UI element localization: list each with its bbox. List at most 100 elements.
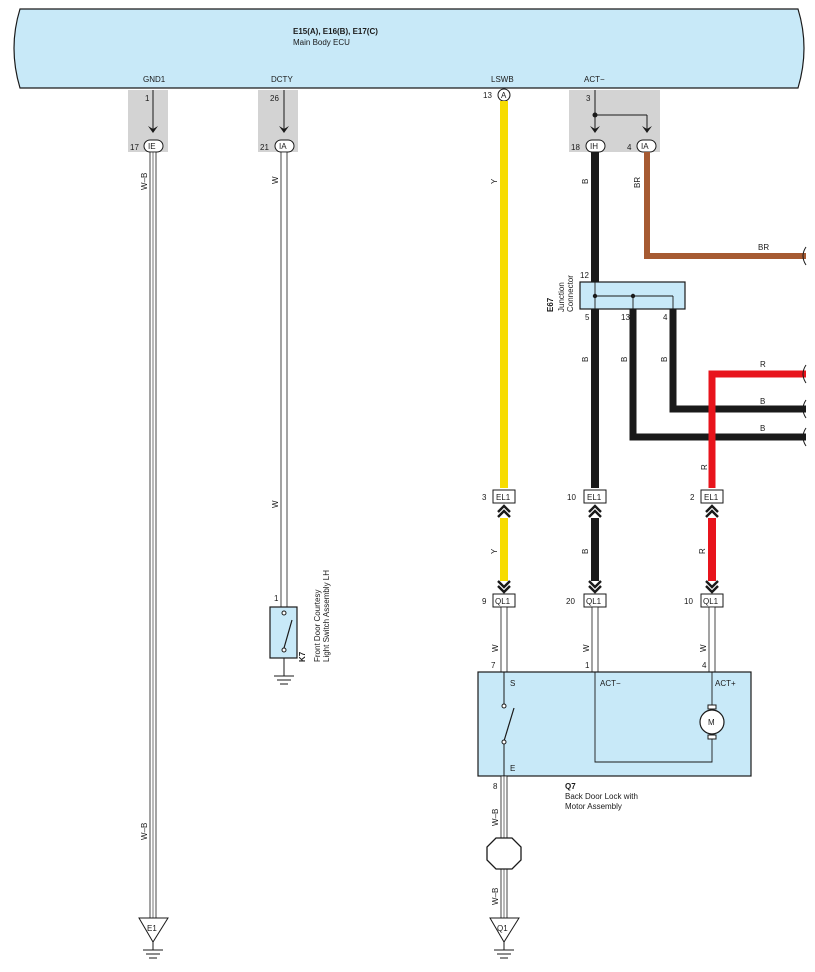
ql1-pin-9: 9: [482, 597, 487, 606]
jc-e67-name1: Junction: [557, 282, 566, 312]
q7-motor-brush-bottom: [707, 734, 717, 740]
wire-r: [708, 370, 806, 488]
k7-ground-icon: [274, 675, 294, 685]
wire-q1-label-bottom: W–B: [491, 888, 500, 905]
ecu-code: E15(A), E16(B), E17(C): [293, 27, 378, 36]
ql1-pin-20: 20: [566, 597, 575, 606]
wire-b-right2-label: B: [760, 424, 765, 433]
k7-name-line1: Front Door Courtesy: [313, 590, 322, 662]
wire-gnd1-label-top: W–B: [140, 173, 149, 190]
wire-jc-b5-label: B: [581, 357, 590, 362]
ground-e1-icon: [143, 949, 163, 959]
el1-chevron-icons: [497, 504, 719, 518]
q7-e-contact: [501, 739, 507, 745]
wire-dcty-label-top: W: [271, 176, 280, 184]
jc-18-num: 18: [571, 143, 580, 152]
wire-ql-w3: [708, 606, 716, 673]
wire-dcty-label-bottom: W: [271, 500, 280, 508]
jc-e67-code: E67: [546, 297, 555, 312]
jc-21-num: 21: [260, 143, 269, 152]
ecu-pin-gnd1-label: GND1: [143, 75, 166, 84]
jc-pin-13: 13: [621, 313, 630, 322]
wire-r-break-icon: [802, 364, 807, 384]
el1-pin-2: 2: [690, 493, 695, 502]
wire-r-top-label: R: [760, 360, 766, 369]
jc-pin-4: 4: [663, 313, 668, 322]
el1-pin-10: 10: [567, 493, 576, 502]
q7-pin-1: 1: [585, 661, 590, 670]
el1-pin-3: 3: [482, 493, 487, 502]
wire-jc-b4: [669, 309, 806, 413]
jc-e67-name2: Connector: [566, 275, 575, 312]
q7-code: Q7: [565, 782, 576, 791]
wire-lswb-label-bottom: Y: [490, 548, 499, 554]
q7-act-plus-label: ACT+: [715, 679, 736, 688]
wire-r-lower: [708, 518, 716, 581]
q7-motor-loop: [594, 672, 713, 763]
wire-jc-b13: [629, 309, 806, 441]
k7-pin-num: 1: [274, 594, 279, 603]
gnd1-arrow-icon: [148, 126, 158, 133]
k7-code: K7: [298, 651, 307, 662]
q7-switch-lever-icon: [503, 707, 515, 742]
ground-q1-label: Q1: [497, 924, 508, 933]
wire-gnd1-label-bottom: W–B: [140, 823, 149, 840]
ecu-conn-a-label: A: [501, 91, 507, 100]
act-arrow-icon-1: [590, 126, 600, 133]
wire-lswb-y-top: [500, 101, 508, 488]
ecu-pin-dcty-label: DCTY: [271, 75, 293, 84]
wire-jc-b4-label: B: [660, 357, 669, 362]
q7-e-label: E: [510, 764, 515, 773]
el1-label-2: EL1: [587, 493, 602, 502]
ecu-pin-act-num: 3: [586, 94, 591, 103]
wire-ql-w2-label: W: [582, 644, 591, 652]
ground-e1-label: E1: [147, 924, 157, 933]
ecu-pin-act-label: ACT−: [584, 75, 605, 84]
q7-act-minus-label: ACT−: [600, 679, 621, 688]
wire-b-mid: [591, 518, 599, 581]
wire-br-label-vertical: BR: [633, 177, 642, 188]
dcty-arrow-icon: [279, 126, 289, 133]
q7-name-line1: Back Door Lock with: [565, 792, 638, 801]
wire-act-b-label: B: [581, 179, 590, 184]
ground-q1-icon: [494, 949, 514, 959]
ql1-label-2: QL1: [586, 597, 602, 606]
q7-s-contact: [501, 703, 507, 709]
jc-17-conn-label: IE: [148, 142, 156, 151]
q7-motor-icon: [699, 709, 725, 735]
jc-pin-12: 12: [580, 271, 589, 280]
jc-pin-5: 5: [585, 313, 590, 322]
q7-pin-4: 4: [702, 661, 707, 670]
wire-q1-label-top: W–B: [491, 809, 500, 826]
ground-q1-triangle: [489, 917, 520, 943]
el1-label-1: EL1: [496, 493, 511, 502]
wire-b4-break-icon: [802, 399, 807, 419]
q7-pin-8: 8: [493, 782, 498, 791]
wire-br-break-icon: [802, 246, 807, 266]
wire-b-mid-label: B: [581, 549, 590, 554]
jc-17-num: 17: [130, 143, 139, 152]
jc-4-conn-label: IA: [641, 142, 649, 151]
wire-jc-b13-label: B: [620, 357, 629, 362]
el1-conn-2: [583, 489, 607, 504]
jc-21-conn-label: IA: [279, 142, 287, 151]
ql1-label-1: QL1: [495, 597, 511, 606]
k7-switch-lever-icon: [283, 619, 293, 649]
jc-e67-dot1: [592, 293, 598, 299]
wire-ql-w2: [591, 606, 599, 673]
ecu-pin-lswb-label: LSWB: [491, 75, 514, 84]
wire-lswb-label-top: Y: [490, 178, 499, 184]
wire-r-mid-label: R: [700, 464, 709, 470]
k7-contact-bottom: [281, 647, 287, 653]
ecu-pin-lswb-num: 13: [483, 91, 492, 100]
q7-s-label: S: [510, 679, 515, 688]
ql1-pin-10: 10: [684, 597, 693, 606]
wire-b13-break-icon: [802, 427, 807, 447]
wire-br-label-horizontal: BR: [758, 243, 769, 252]
ground-e1-triangle: [138, 917, 169, 943]
ecu-name: Main Body ECU: [293, 38, 350, 47]
wire-jc-b5: [591, 309, 599, 488]
wire-ql-w1: [500, 606, 508, 673]
wire-b-right1-label: B: [760, 397, 765, 406]
jc-e67-dot2: [630, 293, 636, 299]
